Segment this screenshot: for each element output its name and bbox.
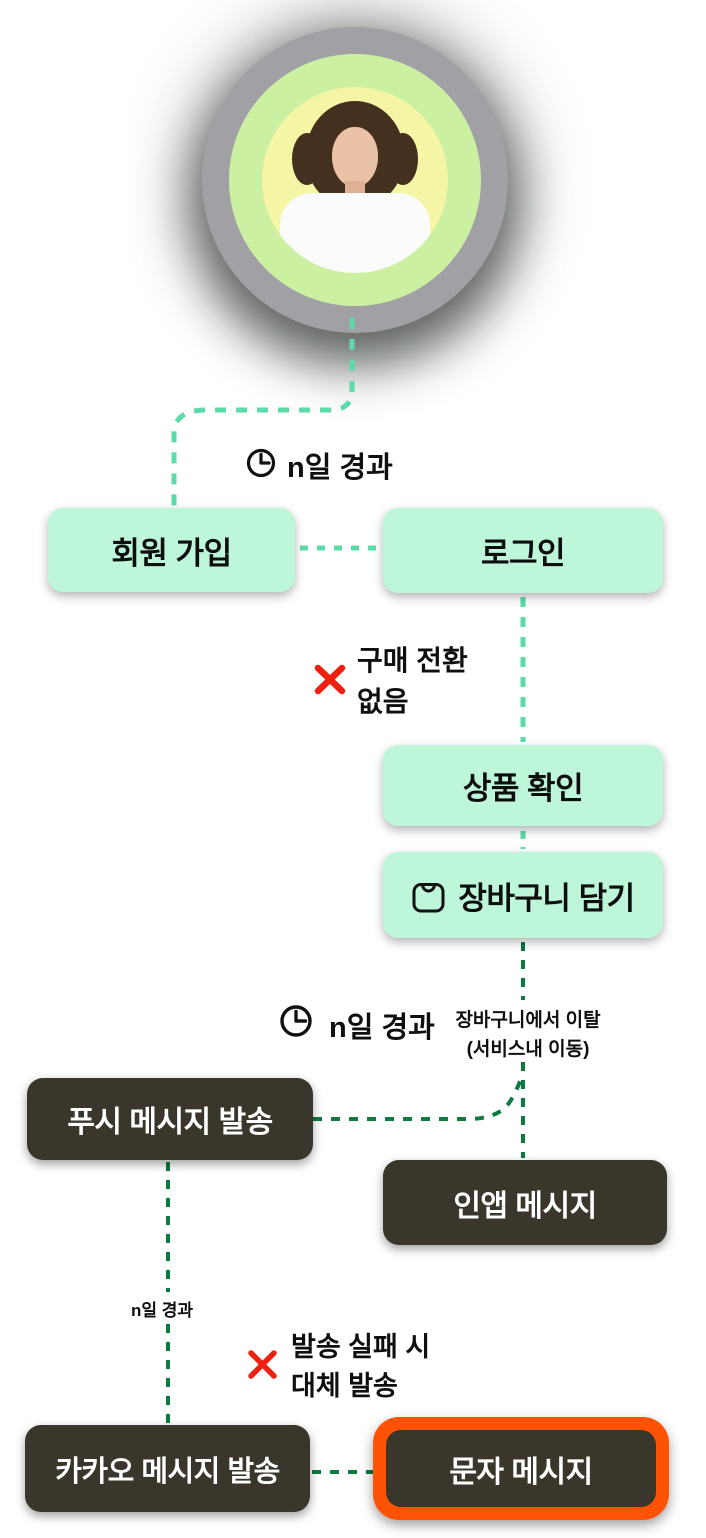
no-purchase-label: 구매 전환 없음 [357, 641, 468, 722]
elapsed-days-small-label: n일 경과 [131, 1301, 194, 1320]
cart-exit-line2: (서비스내 이동) [466, 1038, 590, 1060]
elapsed-days-label: n일 경과 [287, 452, 393, 484]
clock-icon [280, 1005, 312, 1037]
node-login[interactable]: 로그인 [383, 508, 663, 593]
node-kakao-message-label: 카카오 메시지 발송 [55, 1455, 280, 1488]
cart-exit-line1: 장바구니에서 이탈 [455, 1010, 601, 1031]
avatar-shirt [280, 193, 430, 273]
no-purchase-line2: 없음 [357, 685, 409, 717]
cart-exit-label: 장바구니에서 이탈 (서비스내 이동) [450, 1007, 606, 1064]
avatar-photo [262, 87, 448, 273]
send-fail-line2: 대체 발송 [291, 1371, 398, 1402]
x-icon [314, 664, 346, 695]
node-product-check[interactable]: 상품 확인 [383, 745, 663, 826]
sms-highlight-ring[interactable]: 문자 메시지 [373, 1417, 669, 1520]
node-sms-message[interactable]: 문자 메시지 [386, 1430, 656, 1507]
no-purchase-line1: 구매 전환 [357, 645, 468, 676]
avatar-face [332, 127, 378, 187]
node-signup-label: 회원 가입 [111, 535, 232, 571]
node-login-label: 로그인 [480, 536, 566, 571]
node-product-check-label: 상품 확인 [462, 771, 584, 806]
send-fail-label: 발송 실패 시 대체 발송 [291, 1328, 430, 1406]
x-icon [248, 1350, 277, 1379]
elapsed-days-label: n일 경과 [329, 1012, 435, 1044]
node-add-to-cart-label: 장바구니 담기 [458, 880, 635, 916]
node-signup[interactable]: 회원 가입 [48, 508, 295, 592]
shopping-bag-icon [412, 882, 445, 912]
node-push-message[interactable]: 푸시 메시지 발송 [27, 1078, 313, 1160]
node-inapp-message-label: 인앱 메시지 [453, 1189, 597, 1223]
node-kakao-message[interactable]: 카카오 메시지 발송 [25, 1425, 310, 1512]
send-fail-line1: 발송 실패 시 [291, 1332, 431, 1362]
node-push-message-label: 푸시 메시지 발송 [67, 1106, 273, 1139]
connector-branch-to-push [313, 1075, 524, 1121]
node-add-to-cart[interactable]: 장바구니 담기 [383, 852, 663, 938]
user-avatar [202, 27, 508, 333]
node-inapp-message[interactable]: 인앱 메시지 [383, 1160, 667, 1245]
node-sms-message-label: 문자 메시지 [449, 1455, 593, 1489]
clock-icon [246, 448, 276, 478]
